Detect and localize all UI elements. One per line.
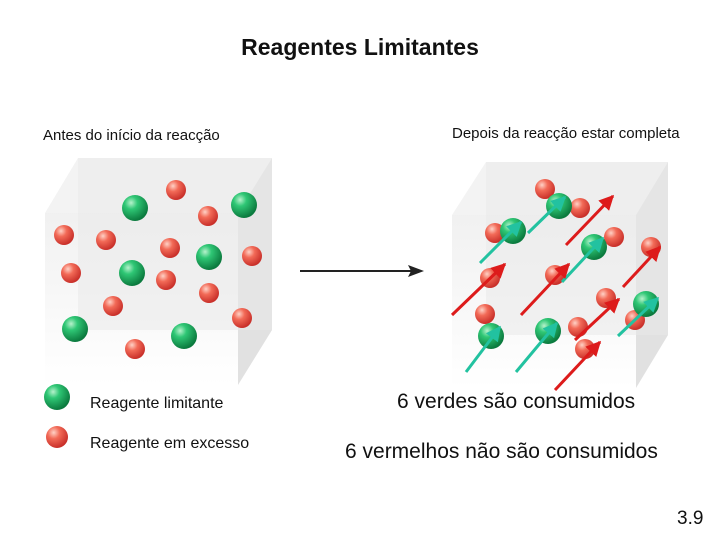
green-molecule bbox=[171, 323, 197, 349]
red-molecule bbox=[160, 238, 180, 258]
red-molecule bbox=[242, 246, 262, 266]
page-title: Reagentes Limitantes bbox=[241, 34, 479, 60]
red-molecule bbox=[61, 263, 81, 283]
green-molecule bbox=[196, 244, 222, 270]
red-molecule bbox=[198, 206, 218, 226]
before-label: Antes do início da reacção bbox=[43, 127, 220, 144]
green-molecule bbox=[546, 193, 572, 219]
red-molecule bbox=[103, 296, 123, 316]
red-arrows bbox=[450, 194, 662, 392]
green-molecule bbox=[62, 316, 88, 342]
result-red-text: 6 vermelhos não são consumidos bbox=[345, 440, 658, 463]
legend-limiting-label: Reagente limitante bbox=[90, 395, 224, 412]
red-molecule bbox=[475, 304, 495, 324]
green-molecule bbox=[122, 195, 148, 221]
green-arrows bbox=[464, 195, 660, 373]
legend-green-sphere bbox=[44, 384, 70, 410]
red-molecule bbox=[199, 283, 219, 303]
red-molecule bbox=[604, 227, 624, 247]
before-molecules bbox=[54, 180, 262, 359]
green-molecule bbox=[535, 318, 561, 344]
green-molecule bbox=[119, 260, 145, 286]
after-label: Depois da reacção estar completa bbox=[452, 125, 680, 142]
legend-red-sphere bbox=[46, 426, 68, 448]
red-molecule bbox=[568, 317, 588, 337]
green-molecule bbox=[633, 291, 659, 317]
red-molecule bbox=[125, 339, 145, 359]
red-molecule bbox=[570, 198, 590, 218]
arrow-right-icon bbox=[300, 265, 424, 277]
red-molecule bbox=[535, 179, 555, 199]
page-number: 3.9 bbox=[677, 508, 704, 529]
red-molecule bbox=[156, 270, 176, 290]
red-molecule bbox=[96, 230, 116, 250]
red-molecule bbox=[54, 225, 74, 245]
red-molecule bbox=[166, 180, 186, 200]
green-molecule bbox=[231, 192, 257, 218]
red-molecule bbox=[485, 223, 505, 243]
result-green-text: 6 verdes são consumidos bbox=[397, 390, 636, 413]
legend-excess-label: Reagente em excesso bbox=[90, 435, 250, 452]
green-molecule bbox=[478, 323, 504, 349]
red-molecule bbox=[232, 308, 252, 328]
